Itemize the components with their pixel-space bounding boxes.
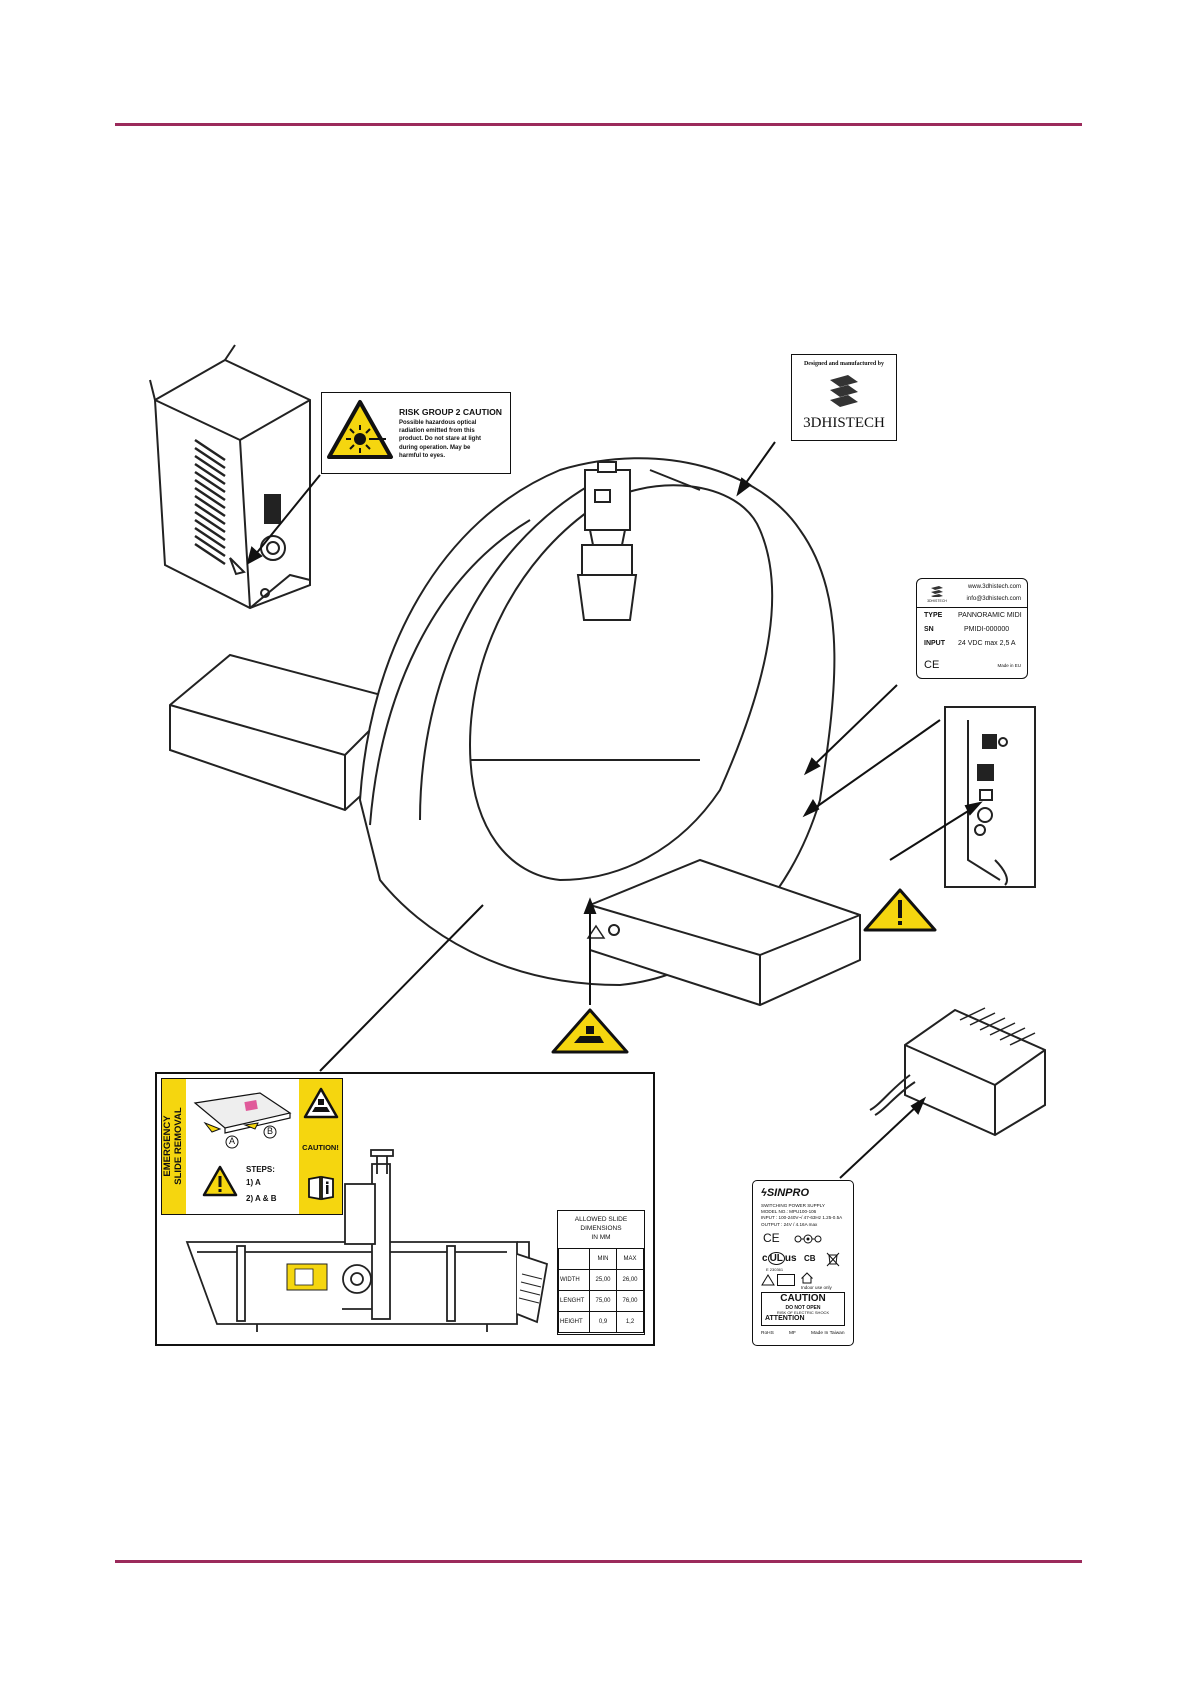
- psu-ce-mark: CE: [763, 1231, 780, 1245]
- psu-footer-rohs: RoHS: [761, 1331, 774, 1336]
- slide-stage-drawing: [185, 1149, 549, 1332]
- type-row: TYPE PANNORAMIC MIDI: [924, 612, 1022, 619]
- caution-box: CAUTION DO NOT OPEN RISK OF ELECTRIC SHO…: [761, 1292, 845, 1326]
- step-1: 1) A: [246, 1178, 261, 1187]
- origin-text: Made in EU: [997, 663, 1021, 668]
- risk-label-line: radiation emitted from this: [399, 428, 475, 435]
- dc-polarity-icon: [794, 1234, 822, 1244]
- ul-number: E 230361: [766, 1267, 784, 1272]
- weee-bin-icon: [826, 1252, 840, 1267]
- table-row: WIDTH 25,00 26,00: [558, 1269, 644, 1291]
- sn-row: SN PMIDI-000000: [924, 626, 1010, 633]
- manual-info-icon: [308, 1175, 334, 1201]
- hand-crush-warning-icon: [551, 1008, 629, 1054]
- steps-title: STEPS:: [246, 1165, 275, 1174]
- manufacturer-caption: Designed and manufactured by: [803, 361, 885, 367]
- psu-line: INPUT : 100-240V~/ 47-63Hz 1.25-0.5A: [761, 1215, 843, 1221]
- psu-do-not-open: DO NOT OPEN: [785, 1305, 821, 1311]
- slides-logo-icon: [830, 375, 858, 407]
- risk-label-title: RISK GROUP 2 CAUTION: [399, 407, 502, 417]
- 3dhistech-logo-icon: [931, 586, 943, 598]
- hand-crush-warning-icon: [303, 1087, 339, 1119]
- slide-stage-detail: EMERGENCY SLIDE REMOVAL A B STEPS: 1) A …: [155, 1072, 655, 1346]
- warning-triangle-icon: [202, 1165, 238, 1197]
- slide-dimensions-table: ALLOWED SLIDE DIMENSIONS IN MM MIN MAX W…: [557, 1210, 645, 1335]
- table-row: MIN MAX: [558, 1248, 644, 1270]
- cb-mark: CB: [804, 1254, 816, 1263]
- lightning-icon: ϟ: [761, 1187, 767, 1199]
- psu-caution: CAUTION: [780, 1293, 826, 1304]
- bottom-rule: [115, 1560, 1082, 1563]
- risk-label-line: harmful to eyes.: [399, 452, 446, 459]
- indoor-house-icon: [801, 1272, 813, 1284]
- warning-triangle-icon: [761, 1274, 775, 1286]
- top-rule: [115, 123, 1082, 126]
- warning-triangle-icon: [863, 888, 937, 932]
- marker-a-icon: [225, 1135, 239, 1149]
- psu-footer-mf: MF: [789, 1331, 796, 1336]
- psu-attention: ATTENTION: [765, 1315, 805, 1322]
- ce-mark: CE: [924, 659, 940, 671]
- dimensions-grid: MIN MAX WIDTH 25,00 26,00 LENGHT 75,00 7…: [558, 1248, 644, 1333]
- psu-shock: RISK OF ELECTRIC SHOCK: [776, 1310, 830, 1315]
- risk-label-line: Possible hazardous optical: [399, 420, 477, 426]
- table-row: LENGHT 75,00 76,00: [558, 1290, 644, 1312]
- manufacturer-brand: 3DHISTECH: [803, 415, 885, 431]
- caution-text: CAUTION!: [302, 1143, 339, 1152]
- marker-b-icon: [263, 1125, 277, 1139]
- psu-line: MODEL NO.: MPU100-106: [761, 1209, 817, 1215]
- risk-label-line: product. Do not stare at light: [399, 436, 481, 443]
- manufacturer-label: Designed and manufactured by 3DHISTECH: [791, 354, 897, 441]
- psu-line: OUTPUT : 24V / 4.16A max: [761, 1221, 818, 1227]
- table-title: IN MM: [591, 1234, 611, 1241]
- input-row: INPUT 24 VDC max 2,5 A: [924, 640, 1016, 647]
- step-2: 2) A & B: [246, 1194, 277, 1203]
- risk-group-label: RISK GROUP 2 CAUTION Possible hazardous …: [321, 392, 511, 474]
- slide-holder-illustration: [193, 1092, 292, 1134]
- type-plate-logo: 3DHISTECH: [925, 585, 949, 603]
- type-plate-web: www.3dhistech.com: [967, 584, 1021, 590]
- psu-brand: ϟSINPRO: [761, 1187, 810, 1199]
- type-plate-email: info@3dhistech.com: [966, 596, 1021, 602]
- indoor-text: Indoor use only: [801, 1285, 832, 1290]
- table-title: ALLOWED SLIDE: [574, 1216, 628, 1223]
- laser-radiation-icon: [327, 400, 393, 459]
- psu-footer-origin: Made In Taiwan: [811, 1331, 845, 1336]
- approval-mark: [777, 1274, 795, 1286]
- table-title: DIMENSIONS: [580, 1225, 622, 1232]
- psu-label: ϟSINPRO SWITCHING POWER SUPPLY MODEL NO.…: [752, 1180, 854, 1346]
- psu-line: SWITCHING POWER SUPPLY: [761, 1203, 825, 1208]
- type-plate: 3DHISTECH www.3dhistech.com info@3dhiste…: [916, 578, 1028, 679]
- table-row: HEIGHT 0,9 1,2: [558, 1311, 644, 1333]
- emergency-label: EMERGENCY SLIDE REMOVAL A B STEPS: 1) A …: [161, 1078, 343, 1215]
- risk-label-line: during operation. May be: [399, 444, 471, 451]
